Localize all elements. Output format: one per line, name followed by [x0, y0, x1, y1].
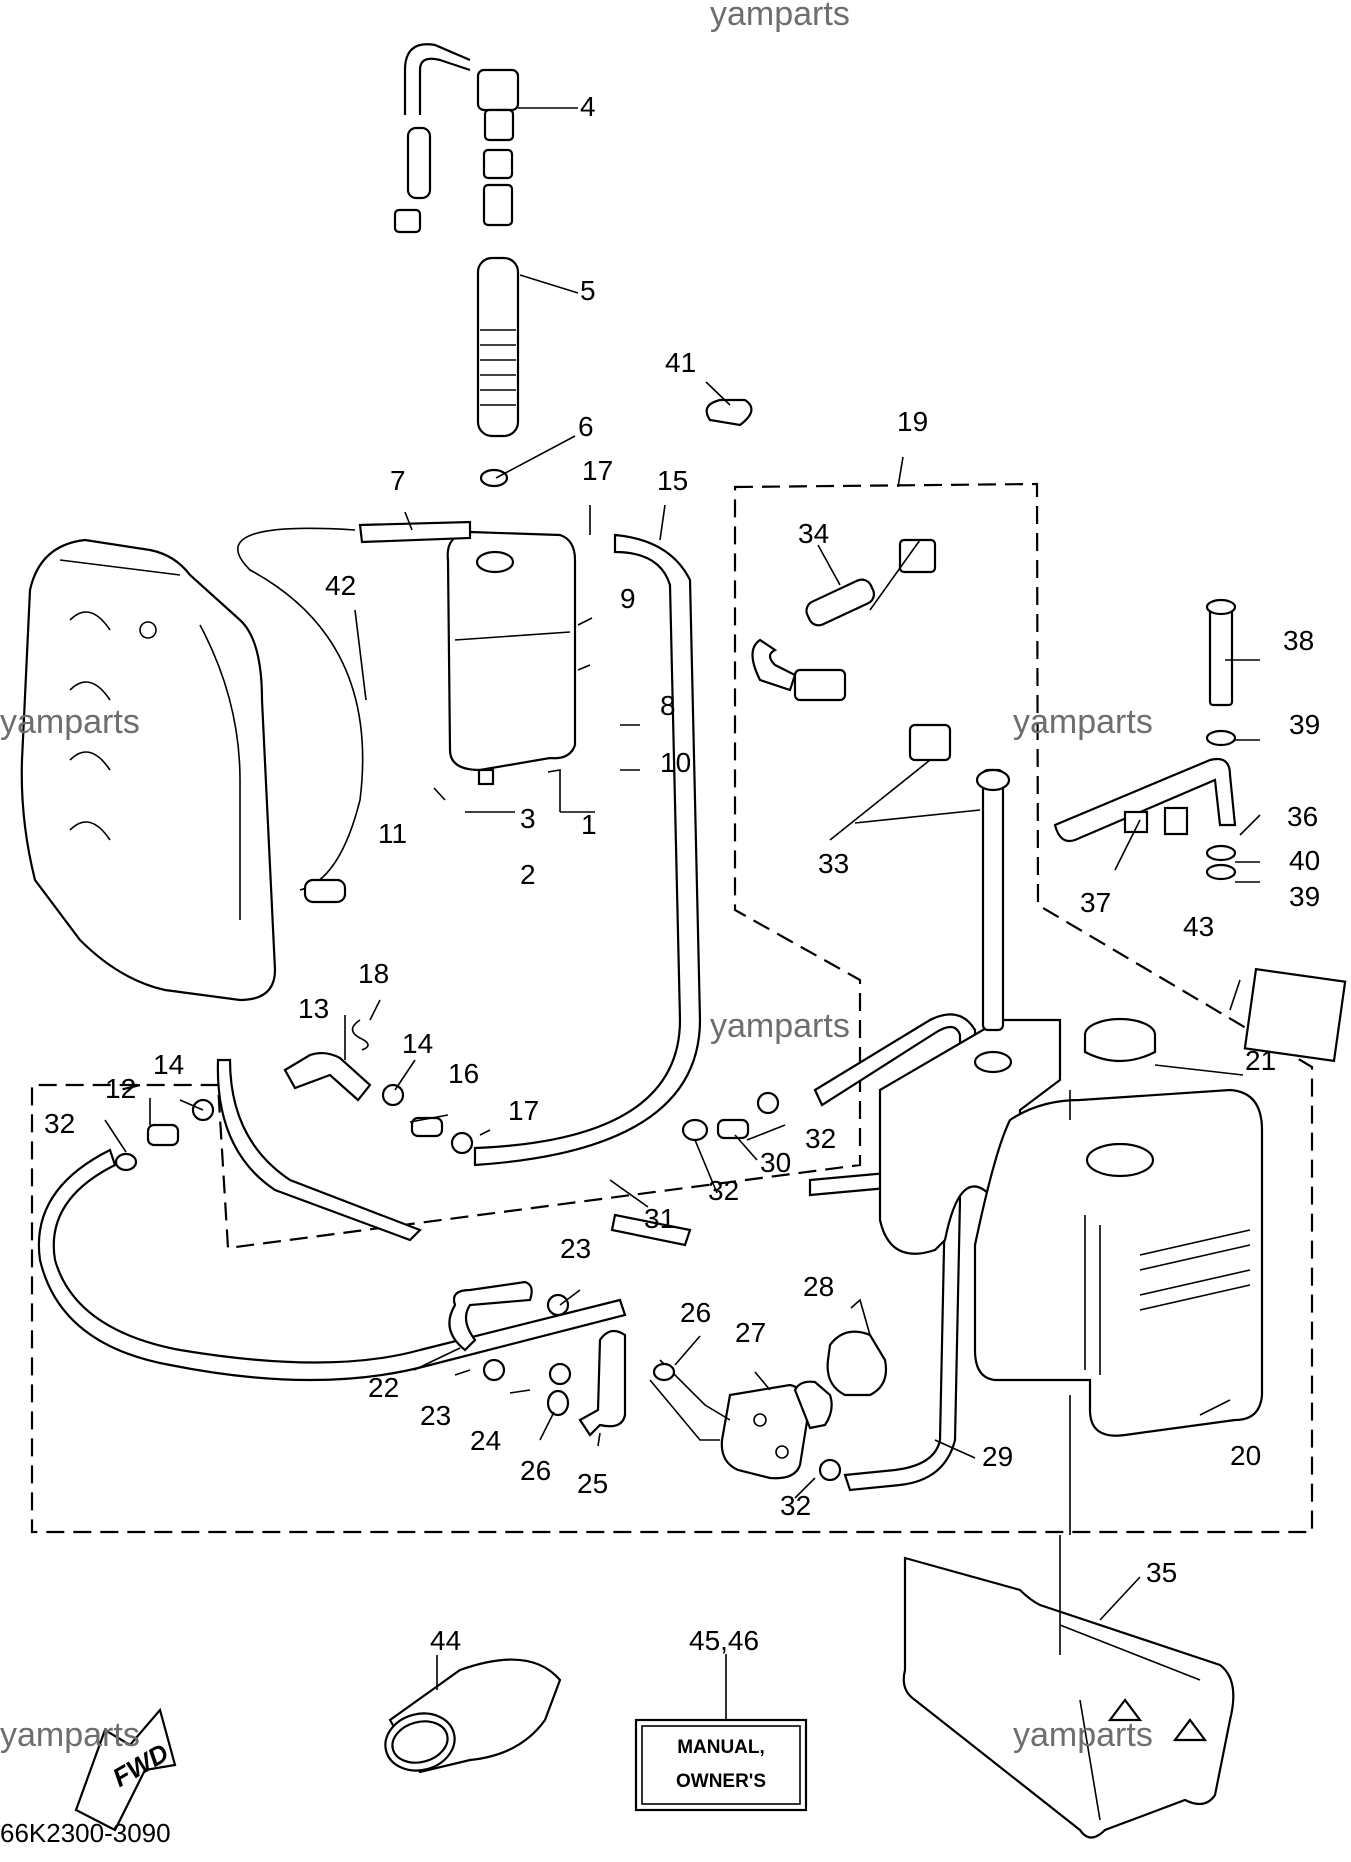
- callout-19: 19: [897, 406, 928, 437]
- lower-bracket-35: [902, 1556, 1235, 1839]
- hose-15: [473, 533, 702, 1167]
- callout-38: 38: [1283, 625, 1314, 656]
- callout-32d: 32: [780, 1490, 811, 1521]
- clip-18: [351, 1019, 369, 1051]
- watermark: yamparts: [710, 0, 850, 33]
- callout-17: 17: [582, 455, 613, 486]
- watermark: yamparts: [0, 1716, 140, 1754]
- callout-32c: 32: [708, 1175, 739, 1206]
- callout-25: 25: [577, 1468, 608, 1499]
- callout-11: 11: [378, 818, 407, 849]
- callout-39: 39: [1289, 709, 1320, 740]
- callout-1: 1: [581, 809, 597, 840]
- callout-35: 35: [1146, 1557, 1177, 1588]
- callout-42: 42: [325, 570, 356, 601]
- callout-24: 24: [470, 1425, 501, 1456]
- callout-40: 40: [1289, 845, 1320, 876]
- watermark: yamparts: [1013, 703, 1153, 741]
- cap-21-side: [1083, 1035, 1157, 1062]
- sender-assembly: [751, 538, 1013, 1074]
- callout-30: 30: [760, 1147, 791, 1178]
- callout-17b: 17: [508, 1095, 539, 1126]
- hose-7: [358, 520, 472, 544]
- callout-41: 41: [665, 347, 696, 378]
- callout-23: 23: [560, 1233, 591, 1264]
- callout-28: 28: [803, 1271, 834, 1302]
- callout-37: 37: [1080, 887, 1111, 918]
- callout-7: 7: [390, 465, 406, 496]
- callout-3: 3: [520, 803, 536, 834]
- callout-5: 5: [580, 275, 596, 306]
- callout-8: 8: [660, 690, 676, 721]
- callout-32b: 32: [805, 1123, 836, 1154]
- decal-43: [1243, 967, 1347, 1063]
- manual-label-line2: OWNER'S: [676, 1771, 766, 1792]
- callout-18: 18: [358, 958, 389, 989]
- callout-20: 20: [1230, 1440, 1261, 1471]
- callout-16: 16: [448, 1058, 479, 1089]
- fuel-tank: [878, 1018, 1264, 1437]
- callout-4: 4: [580, 91, 596, 122]
- callout-29: 29: [982, 1441, 1013, 1472]
- callout-2: 2: [520, 859, 536, 890]
- manual-box: [634, 1718, 808, 1812]
- air-duct-44: [384, 1658, 562, 1774]
- callout-6: 6: [578, 411, 594, 442]
- callout-9: 9: [620, 583, 636, 614]
- watermark: yamparts: [710, 1007, 850, 1045]
- callout-14: 14: [402, 1028, 433, 1059]
- callout-39b: 39: [1289, 881, 1320, 912]
- callout-33: 33: [818, 848, 849, 879]
- watermark: yamparts: [1013, 1716, 1153, 1754]
- callout-36: 36: [1287, 801, 1318, 832]
- callout-34: 34: [798, 518, 829, 549]
- leader-lines: [104, 107, 1261, 1720]
- hose-short-left: [303, 878, 347, 904]
- callout-32a: 32: [44, 1108, 75, 1139]
- callout-26b: 26: [520, 1455, 551, 1486]
- loop-line-left: [237, 527, 364, 891]
- inner-dash-a: [119, 1083, 141, 1092]
- diagram-code: 66K2300-3090: [0, 1818, 171, 1848]
- callout-10: 10: [660, 747, 691, 778]
- callout-26: 26: [680, 1297, 711, 1328]
- bracket-36-assembly: [1053, 598, 1237, 881]
- vent-hose-assembly: [393, 43, 520, 488]
- oil-tank: [446, 530, 577, 786]
- engine-cover: [20, 538, 277, 1002]
- clip-41: [705, 398, 753, 427]
- callout-31: 31: [644, 1203, 675, 1234]
- watermark: yamparts: [0, 703, 140, 741]
- callout-27: 27: [735, 1317, 766, 1348]
- callout-44: 44: [430, 1625, 461, 1656]
- callout-21: 21: [1245, 1045, 1276, 1076]
- group-19-outline: [30, 482, 1314, 1534]
- callout-13: 13: [298, 993, 329, 1024]
- callout-22: 22: [368, 1372, 399, 1403]
- callout-14b: 14: [153, 1049, 184, 1080]
- manual-box-inner: [641, 1725, 801, 1805]
- manual-label-line1: MANUAL,: [677, 1737, 765, 1758]
- callout-45-46: 45,46: [689, 1625, 759, 1656]
- callout-23b: 23: [420, 1400, 451, 1431]
- callout-12: 12: [105, 1073, 136, 1104]
- hose-13: [283, 1051, 372, 1102]
- callout-43: 43: [1183, 911, 1214, 942]
- callout-15: 15: [657, 465, 688, 496]
